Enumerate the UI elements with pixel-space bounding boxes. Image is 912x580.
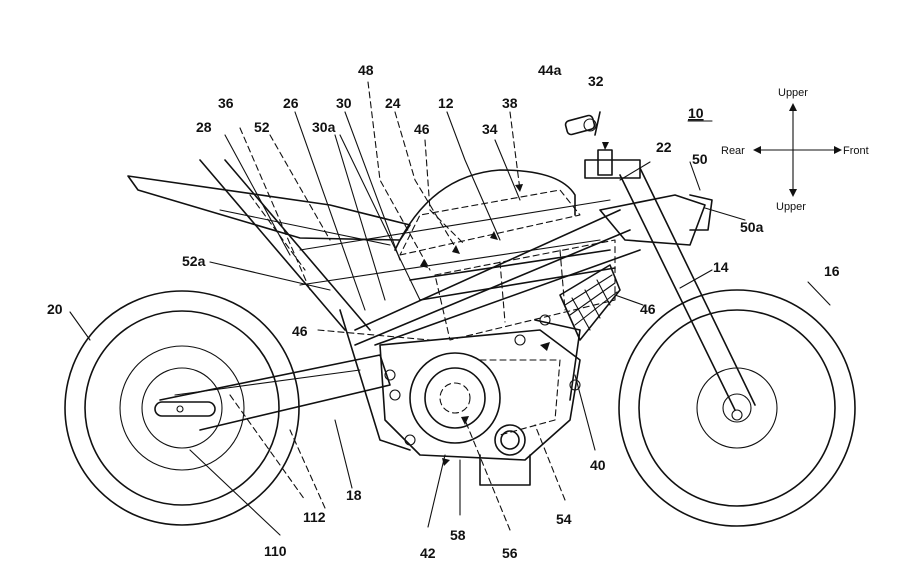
ref-56: 56 bbox=[502, 545, 518, 561]
ref-20: 20 bbox=[47, 301, 63, 317]
swing-arm bbox=[159, 354, 391, 501]
ref-24: 24 bbox=[385, 95, 401, 111]
ref-36: 36 bbox=[218, 95, 234, 111]
ref-44a: 44a bbox=[538, 62, 562, 78]
ref-22: 22 bbox=[656, 139, 672, 155]
direction-rear-label: Rear bbox=[721, 145, 745, 157]
ref-46-top: 46 bbox=[414, 121, 430, 137]
ref-16: 16 bbox=[824, 263, 840, 279]
arrowheads bbox=[420, 142, 609, 466]
ref-14: 14 bbox=[713, 259, 729, 275]
direction-up-label: Upper bbox=[778, 87, 808, 99]
front-wheel bbox=[618, 289, 856, 527]
motor-unit bbox=[379, 314, 581, 486]
ref-18: 18 bbox=[346, 487, 362, 503]
ref-46-right: 46 bbox=[640, 301, 656, 317]
rear-wheel bbox=[64, 290, 300, 526]
ref-50a: 50a bbox=[740, 219, 764, 235]
ref-54: 54 bbox=[556, 511, 572, 527]
radiator-mesh bbox=[559, 264, 621, 341]
direction-down-label: Upper bbox=[776, 201, 806, 213]
main-frame bbox=[354, 209, 641, 346]
ref-42: 42 bbox=[420, 545, 436, 561]
front-fork bbox=[564, 111, 756, 411]
ref-38: 38 bbox=[502, 95, 518, 111]
ref-32: 32 bbox=[588, 73, 604, 89]
leader-lines bbox=[69, 81, 831, 536]
headlight bbox=[599, 194, 713, 246]
ref-12: 12 bbox=[438, 95, 454, 111]
ref-58: 58 bbox=[450, 527, 466, 543]
battery-box bbox=[434, 239, 616, 341]
ref-34: 34 bbox=[482, 121, 498, 137]
ref-30a: 30a bbox=[312, 119, 336, 135]
ref-28: 28 bbox=[196, 119, 212, 135]
ref-52a: 52a bbox=[182, 253, 206, 269]
reference-numerals: 48 44a 32 36 26 30 24 12 38 28 52 30a 46… bbox=[47, 62, 840, 561]
figure-ref-label: 10 bbox=[688, 105, 704, 121]
direction-front-label: Front bbox=[843, 145, 869, 157]
seat-and-tail bbox=[127, 175, 411, 271]
direction-indicator: Upper Upper Rear Front bbox=[721, 87, 869, 213]
ref-40: 40 bbox=[590, 457, 606, 473]
ref-48: 48 bbox=[358, 62, 374, 78]
ref-46-left: 46 bbox=[292, 323, 308, 339]
ref-112: 112 bbox=[303, 509, 326, 525]
ref-26: 26 bbox=[283, 95, 299, 111]
ref-52: 52 bbox=[254, 119, 270, 135]
ref-110: 110 bbox=[264, 543, 287, 559]
ref-50: 50 bbox=[692, 151, 708, 167]
ref-30: 30 bbox=[336, 95, 352, 111]
tank-cover bbox=[394, 169, 581, 256]
rear-frame bbox=[199, 159, 611, 451]
